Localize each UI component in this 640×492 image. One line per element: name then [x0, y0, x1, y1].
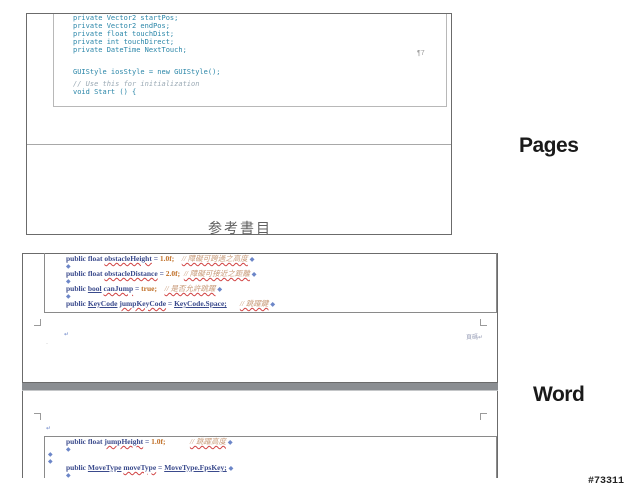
code-identifier: canJump: [103, 284, 134, 293]
word-code-line: public MoveType moveType = MoveType.FpsK…: [66, 463, 233, 474]
code-comment: // 是否允許跳躍: [164, 284, 216, 293]
code-value: 1.0f;: [159, 254, 175, 263]
code-keyword: public: [66, 299, 87, 308]
code-keyword: public: [66, 284, 87, 293]
margin-corner-mark: [34, 413, 41, 420]
code-operator: =: [167, 299, 173, 308]
pages-page-break: [27, 144, 451, 145]
code-identifier: jumpKeyCode: [119, 299, 167, 308]
code-comment: // 跳躍鍵: [239, 299, 269, 308]
code-identifier: obstacleDistance: [104, 269, 158, 278]
code-value: true;: [141, 284, 157, 293]
pages-code-line: void Start () {: [73, 88, 137, 96]
code-type: bool: [87, 284, 102, 293]
paragraph-mark: ↵: [46, 426, 52, 432]
code-keyword: public: [66, 269, 87, 278]
code-keyword: public: [66, 437, 87, 446]
word-page-bottom: [22, 391, 498, 478]
code-type: float: [87, 254, 103, 263]
code-keyword: public: [66, 254, 87, 263]
word-page-mark: 頁碼↵: [466, 335, 484, 341]
code-type: float: [87, 437, 103, 446]
paragraph-mark: ◆: [48, 459, 53, 465]
pages-document-panel: private Vector2 startPos; private Vector…: [26, 13, 452, 235]
word-code-line: public bool canJump = true; // 是否允許跳躍 ◆: [66, 284, 222, 295]
code-value: KeyCode.Space;: [174, 299, 227, 308]
word-code-block-top: [44, 253, 497, 313]
code-identifier: moveType: [123, 463, 157, 472]
pages-label: Pages: [519, 134, 579, 157]
code-comment: // 障礙可接近之距離: [183, 269, 250, 278]
paragraph-dot: ·: [46, 341, 48, 347]
code-value: MoveType.FpsKey;: [164, 463, 227, 472]
word-document-panel: public float obstacleHeight = 1.0f; // 障…: [22, 253, 498, 478]
pages-code-comment: // Use this for initialization: [73, 80, 200, 88]
code-comment: // 障礙可跨過之高度: [181, 254, 248, 263]
word-label: Word: [533, 383, 585, 406]
paragraph-mark: ◆: [228, 466, 234, 472]
paragraph-mark: ◆: [66, 279, 71, 285]
margin-corner-mark: [34, 319, 41, 326]
pages-page-mark: ¶7: [417, 50, 425, 57]
paragraph-mark: ◆: [48, 452, 53, 458]
paragraph-mark: ◆: [66, 473, 71, 478]
paragraph-mark: ◆: [270, 302, 275, 308]
code-operator: =: [135, 284, 140, 293]
margin-corner-mark: [480, 319, 487, 326]
word-page-separator: [22, 383, 498, 390]
code-value: 2.0f;: [165, 269, 181, 278]
paragraph-mark: ↵: [64, 332, 70, 338]
paragraph-mark: ◆: [66, 294, 71, 300]
pages-code-line: GUIStyle iosStyle = new GUIStyle();: [73, 68, 221, 76]
paragraph-mark: ◆: [251, 272, 257, 278]
word-page-separator-edge: [22, 390, 498, 391]
paragraph-mark: ◆: [217, 287, 223, 293]
code-type: KeyCode: [87, 299, 118, 308]
code-comment: // 跳躍高度: [189, 437, 226, 446]
watermark-id: #73311: [588, 476, 625, 487]
pages-code-line: private float touchDist;: [73, 30, 175, 38]
margin-corner-mark: [480, 413, 487, 420]
paragraph-mark: ◆: [227, 440, 233, 446]
code-keyword: public: [66, 463, 87, 472]
code-operator: =: [159, 269, 164, 278]
code-identifier: obstacleHeight: [104, 254, 152, 263]
pages-code-line: private Vector2 startPos;: [73, 14, 179, 22]
word-code-block-bottom: [44, 436, 497, 478]
code-type: MoveType: [87, 463, 122, 472]
word-page-top: [22, 253, 498, 383]
code-identifier: jumpHeight: [104, 437, 144, 446]
pages-section-heading: 参考書目: [208, 221, 272, 235]
word-code-line: public float jumpHeight = 1.0f; // 跳躍高度 …: [66, 437, 232, 448]
pages-code-line: private DateTime NextTouch;: [73, 46, 187, 54]
paragraph-mark: ◆: [66, 447, 71, 453]
pages-code-block: [53, 14, 447, 107]
paragraph-mark: ◆: [249, 257, 255, 263]
code-operator: =: [145, 437, 150, 446]
word-code-line: public float obstacleDistance = 2.0f; //…: [66, 269, 256, 280]
pages-code-line: private Vector2 endPos;: [73, 22, 170, 30]
pages-code-line: private int touchDirect;: [73, 38, 175, 46]
word-code-line: public float obstacleHeight = 1.0f; // 障…: [66, 254, 254, 265]
code-type: float: [87, 269, 103, 278]
paragraph-mark: ◆: [66, 264, 71, 270]
code-value: 1.0f;: [151, 437, 166, 446]
word-code-line: public KeyCode jumpKeyCode = KeyCode.Spa…: [66, 299, 275, 310]
code-operator: =: [153, 254, 159, 263]
code-operator: =: [158, 463, 163, 472]
